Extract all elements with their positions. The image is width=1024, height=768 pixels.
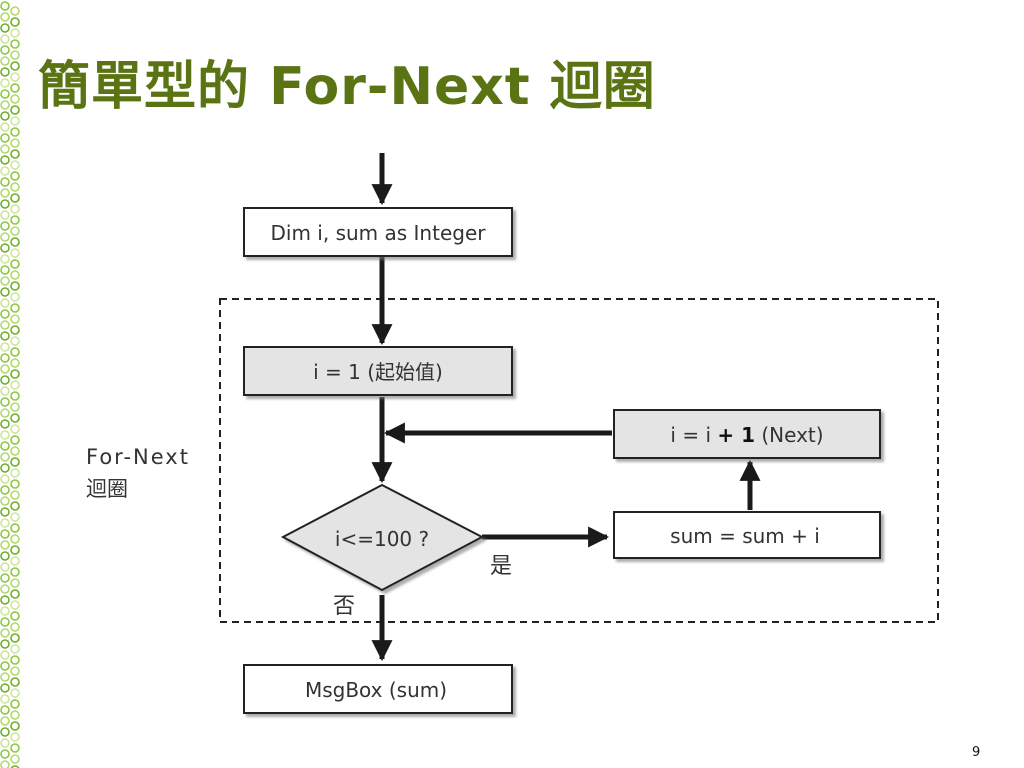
yes-label: 是	[490, 554, 512, 579]
page-number: 9	[972, 745, 981, 760]
next-box: i = i + 1 (Next)	[613, 409, 881, 459]
sum-box: sum = sum + i	[613, 511, 881, 559]
decorative-border-strip	[0, 1, 20, 768]
condition-decision: i<=100 ?	[280, 483, 485, 592]
next-box-label-before: i = i	[670, 423, 717, 447]
declare-box: Dim i, sum as Integer	[243, 207, 513, 257]
init-box-label: i = 1 (起始值)	[313, 360, 443, 384]
no-label: 否	[333, 594, 355, 619]
next-box-label-bold: + 1	[717, 423, 755, 447]
sum-box-label: sum = sum + i	[670, 524, 820, 548]
slide-title: 簡單型的 For-Next 迴圈	[38, 57, 656, 117]
next-box-label-after: (Next)	[755, 423, 824, 447]
condition-label: i<=100 ?	[335, 527, 429, 551]
for-next-loop-boundary	[219, 298, 939, 623]
ring-pattern-icon	[0, 1, 20, 768]
next-box-label: i = i + 1 (Next)	[670, 423, 823, 447]
loop-label-line2: 迴圈	[86, 477, 128, 501]
init-box: i = 1 (起始值)	[243, 346, 513, 396]
output-box: MsgBox (sum)	[243, 664, 513, 714]
loop-label-line1: For-Next	[86, 445, 190, 469]
declare-box-label: Dim i, sum as Integer	[271, 221, 487, 245]
output-box-label: MsgBox (sum)	[305, 678, 447, 702]
